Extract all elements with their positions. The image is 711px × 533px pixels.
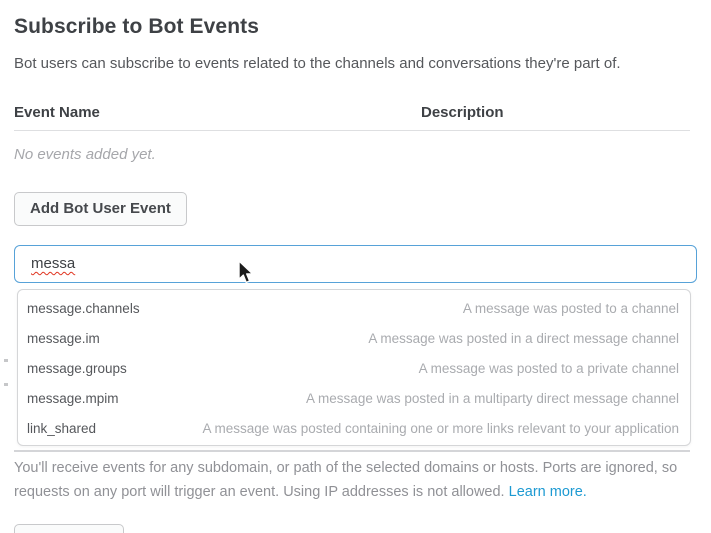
suggestion-event-description: A message was posted in a direct message…: [368, 330, 679, 346]
domain-events-note: You'll receive events for any subdomain,…: [14, 456, 694, 504]
event-search-input[interactable]: messa: [14, 245, 697, 283]
empty-events-message: No events added yet.: [14, 146, 156, 163]
suggestion-event-name: message.groups: [27, 360, 127, 376]
table-header-divider: [14, 130, 690, 131]
occluded-text-fragment: [4, 383, 8, 386]
suggestion-event-name: message.im: [27, 330, 100, 346]
suggestion-item[interactable]: link_shared A message was posted contain…: [18, 413, 690, 443]
add-bot-user-event-button[interactable]: Add Bot User Event: [14, 192, 187, 226]
suggestion-event-name: message.mpim: [27, 390, 119, 406]
suggestion-item[interactable]: message.im A message was posted in a dir…: [18, 323, 690, 353]
page-subtitle: Bot users can subscribe to events relate…: [14, 55, 621, 72]
partially-visible-button[interactable]: [14, 524, 124, 533]
suggestion-event-description: A message was posted containing one or m…: [202, 420, 679, 436]
suggestion-item[interactable]: message.channels A message was posted to…: [18, 293, 690, 323]
suggestion-item[interactable]: message.groups A message was posted to a…: [18, 353, 690, 383]
learn-more-link[interactable]: Learn more.: [508, 484, 587, 500]
suggestion-event-description: A message was posted in a multiparty dir…: [306, 390, 679, 406]
event-search-input-value: messa: [31, 255, 76, 272]
suggestion-event-name: message.channels: [27, 300, 140, 316]
note-line: You'll receive events for any subdomain,…: [14, 460, 678, 476]
event-suggestions-dropdown: message.channels A message was posted to…: [17, 289, 691, 446]
column-header-description: Description: [421, 104, 504, 121]
note-line: requests on any port will trigger an eve…: [14, 484, 505, 500]
occluded-text-fragment: [4, 359, 8, 362]
column-header-event-name: Event Name: [14, 104, 100, 121]
section-divider: [14, 450, 690, 452]
suggestion-event-name: link_shared: [27, 420, 97, 436]
suggestion-event-description: A message was posted to a channel: [462, 300, 679, 316]
suggestion-event-description: A message was posted to a private channe…: [418, 360, 679, 376]
suggestion-item[interactable]: message.mpim A message was posted in a m…: [18, 383, 690, 413]
page-title: Subscribe to Bot Events: [14, 15, 260, 38]
